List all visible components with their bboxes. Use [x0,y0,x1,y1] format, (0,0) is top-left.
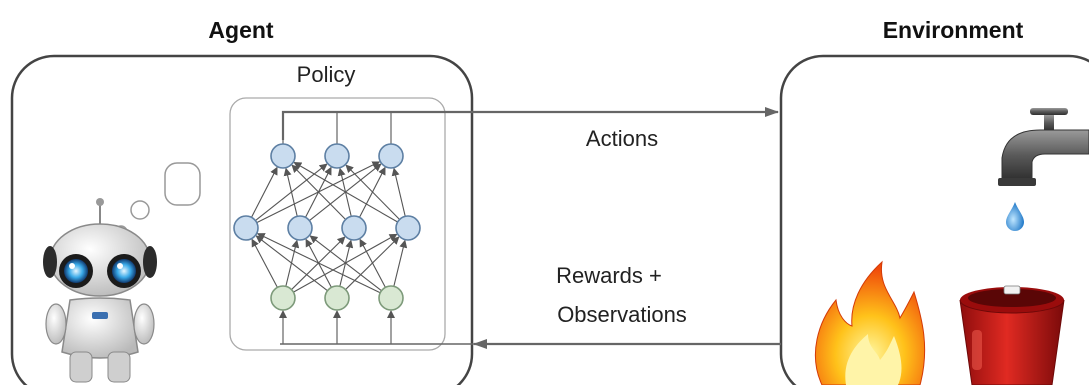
policy-box [229,97,446,351]
network-connection [291,164,346,220]
feedback-label-line1: Rewards + [556,263,662,288]
input-node [270,285,296,311]
hidden-node [287,215,313,241]
network-connection [391,167,406,217]
hidden-node [233,215,259,241]
output-node [324,143,350,169]
hidden-node [341,215,367,241]
output-node [270,143,296,169]
bucket-icon [959,285,1065,385]
network-connection [251,238,278,288]
feedback-label-line2: Observations [557,302,687,327]
network-connection [250,166,278,218]
network-connection [283,167,298,217]
network-connection [293,161,398,223]
network-connection [309,235,382,292]
input-node [324,285,350,311]
network-connection [345,164,400,220]
neural-network [233,112,421,344]
agent-box [10,54,474,385]
water-drop-icon [1006,202,1024,231]
environment-box [779,54,1089,385]
robot-icon [43,198,157,383]
output-node [378,143,404,169]
network-connection [393,239,408,287]
actions-arrow [281,107,779,140]
input-node [378,285,404,311]
actions-label: Actions [586,126,658,151]
thought-bubble-icon [114,162,201,239]
agent-title: Agent [208,17,274,43]
network-connection [255,235,328,292]
faucet-icon [998,108,1089,186]
hidden-node [395,215,421,241]
network-connection [256,233,381,294]
policy-label: Policy [297,62,356,87]
environment-title: Environment [883,17,1024,43]
fire-icon [814,260,926,385]
network-connection [359,238,386,288]
